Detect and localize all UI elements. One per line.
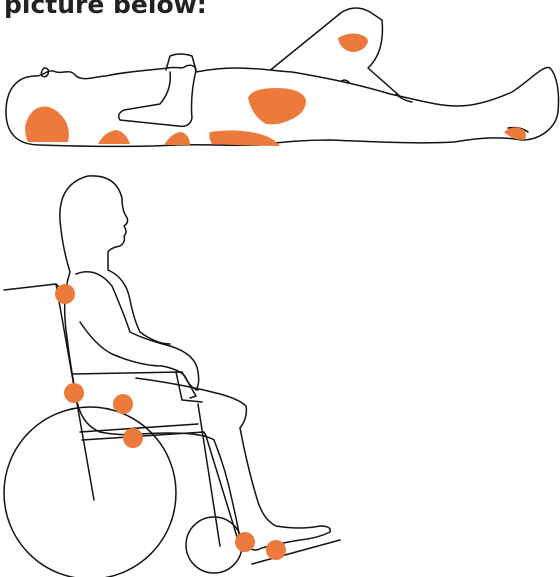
- wheelchair-handle: [4, 284, 62, 290]
- wheelchair-caster-wheel: [186, 517, 242, 573]
- wheelchair-footplate: [252, 540, 340, 564]
- pressure-point-foot-sole: [266, 540, 286, 560]
- wheelchair-front-frame: [198, 404, 220, 546]
- head-outline: [60, 176, 128, 272]
- torso-front-outline: [108, 270, 170, 344]
- pressure-point-heel-seated: [235, 532, 255, 552]
- seated-pressure-points: [55, 284, 286, 560]
- forearm-outline: [80, 322, 198, 390]
- seated-figure: [60, 176, 330, 550]
- wheelchair-large-wheel: [4, 407, 176, 577]
- lower-leg-outline: [240, 428, 330, 550]
- pressure-point-elbow-seated: [113, 394, 133, 414]
- pressure-point-ischium: [123, 428, 143, 448]
- wheelchair: [4, 284, 340, 577]
- calf-outline: [214, 440, 240, 540]
- pressure-point-shoulder-blade: [55, 284, 75, 304]
- pressure-point-lower-back: [64, 383, 84, 403]
- lying-figure: [6, 8, 559, 147]
